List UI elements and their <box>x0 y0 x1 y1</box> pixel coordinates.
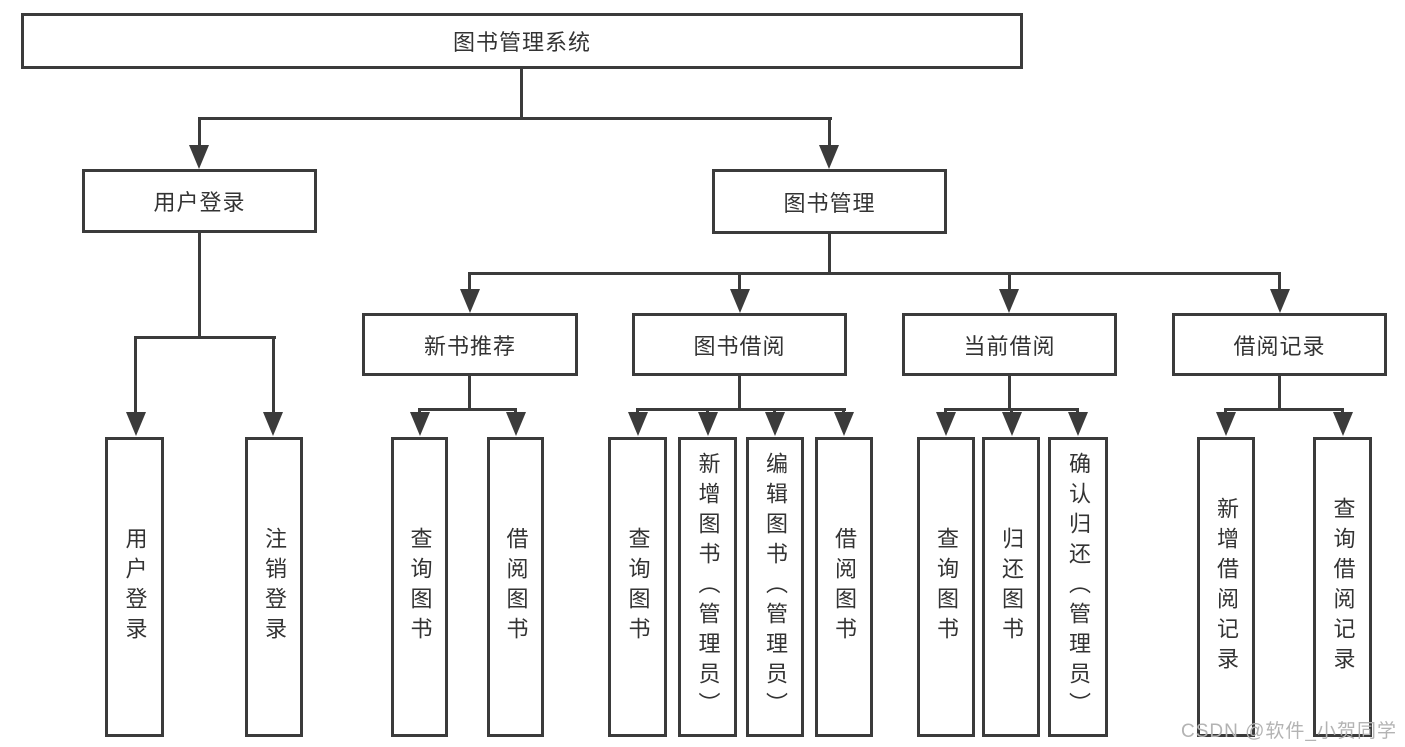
arrowhead-down-icon <box>460 289 480 313</box>
connector-line <box>198 117 832 120</box>
node-label: 查询图书 <box>625 527 651 647</box>
connector-line <box>1224 408 1344 411</box>
node-label: 编辑图书（管理员） <box>763 452 788 722</box>
leaf-borrow-books-recommend: 借阅图书 <box>487 437 544 737</box>
arrowhead-down-icon <box>1002 412 1022 436</box>
arrowhead-down-icon <box>263 412 283 436</box>
connector-line <box>828 117 831 148</box>
connector-line <box>773 408 776 414</box>
connector-line <box>418 408 517 411</box>
node-label: 图书借阅 <box>693 333 786 359</box>
connector-line <box>1010 408 1013 414</box>
connector-line <box>468 376 471 408</box>
node-current-borrow: 当前借阅 <box>902 313 1117 376</box>
node-new-book-recommend: 新书推荐 <box>362 313 578 376</box>
arrowhead-down-icon <box>1068 412 1088 436</box>
arrowhead-down-icon <box>730 289 750 313</box>
connector-line <box>134 336 137 413</box>
connector-line <box>198 233 201 337</box>
arrowhead-down-icon <box>506 412 526 436</box>
node-label: 新书推荐 <box>423 333 516 359</box>
node-borrow-records: 借阅记录 <box>1172 313 1387 376</box>
node-book-borrow: 图书借阅 <box>632 313 847 376</box>
connector-line <box>1076 408 1079 414</box>
leaf-user-login: 用户登录 <box>105 437 164 737</box>
connector-line <box>636 408 639 414</box>
node-label: 确认归还（管理员） <box>1066 452 1091 722</box>
arrowhead-down-icon <box>628 412 648 436</box>
node-label: 用户登录 <box>153 190 246 215</box>
arrowhead-down-icon <box>834 412 854 436</box>
node-label: 用户登录 <box>122 527 148 647</box>
node-label: 借阅图书 <box>503 527 529 647</box>
node-label: 新增借阅记录 <box>1214 497 1239 677</box>
leaf-confirm-return-admin: 确认归还（管理员） <box>1048 437 1108 737</box>
arrowhead-down-icon <box>1270 289 1290 313</box>
node-label: 归还图书 <box>999 527 1024 647</box>
leaf-query-books-recommend: 查询图书 <box>391 437 448 737</box>
arrowhead-down-icon <box>698 412 718 436</box>
arrowhead-down-icon <box>819 145 839 169</box>
connector-line <box>828 234 831 272</box>
node-label: 注销登录 <box>262 527 287 647</box>
arrowhead-down-icon <box>936 412 956 436</box>
connector-line <box>738 376 741 408</box>
arrowhead-down-icon <box>999 289 1019 313</box>
connector-line <box>842 408 845 414</box>
arrowhead-down-icon <box>1216 412 1236 436</box>
connector-line <box>1224 408 1227 414</box>
node-label: 图书管理 <box>783 190 876 216</box>
node-label: 查询借阅记录 <box>1330 497 1356 677</box>
connector-line <box>134 336 276 339</box>
connector-line <box>636 408 846 411</box>
node-label: 当前借阅 <box>963 333 1056 359</box>
connector-line <box>738 272 741 289</box>
node-label: 查询图书 <box>407 527 433 647</box>
connector-line <box>1008 376 1011 408</box>
arrowhead-down-icon <box>1333 412 1353 436</box>
node-library-management-system: 图书管理系统 <box>21 13 1023 69</box>
connector-line <box>1341 408 1344 414</box>
leaf-edit-book-admin: 编辑图书（管理员） <box>746 437 804 737</box>
connector-line <box>706 408 709 414</box>
leaf-query-books-current: 查询图书 <box>917 437 975 737</box>
node-label: 借阅图书 <box>832 527 857 647</box>
connector-line <box>418 408 421 414</box>
arrowhead-down-icon <box>126 412 146 436</box>
connector-line <box>514 408 517 414</box>
node-book-management: 图书管理 <box>712 169 947 234</box>
connector-line <box>468 272 1281 275</box>
connector-line <box>198 117 201 148</box>
connector-line <box>1008 272 1011 289</box>
connector-line <box>1278 376 1281 408</box>
node-label: 查询图书 <box>934 527 959 647</box>
arrowhead-down-icon <box>189 145 209 169</box>
arrowhead-down-icon <box>410 412 430 436</box>
node-label: 图书管理系统 <box>452 30 591 55</box>
node-user-login: 用户登录 <box>82 169 317 233</box>
node-label: 新增图书（管理员） <box>695 452 721 722</box>
connector-line <box>468 272 471 289</box>
connector-line <box>520 69 523 117</box>
connector-line <box>272 336 275 413</box>
leaf-add-book-admin: 新增图书（管理员） <box>678 437 737 737</box>
leaf-borrow-books: 借阅图书 <box>815 437 873 737</box>
leaf-logout: 注销登录 <box>245 437 303 737</box>
leaf-return-book: 归还图书 <box>982 437 1040 737</box>
watermark: CSDN @软件_小贺同学 <box>1181 721 1397 742</box>
connector-line <box>1278 272 1281 289</box>
leaf-query-borrow-record: 查询借阅记录 <box>1313 437 1372 737</box>
leaf-add-borrow-record: 新增借阅记录 <box>1197 437 1255 737</box>
node-label: 借阅记录 <box>1233 333 1326 359</box>
leaf-query-books-borrow: 查询图书 <box>608 437 667 737</box>
connector-line <box>944 408 947 414</box>
arrowhead-down-icon <box>765 412 785 436</box>
